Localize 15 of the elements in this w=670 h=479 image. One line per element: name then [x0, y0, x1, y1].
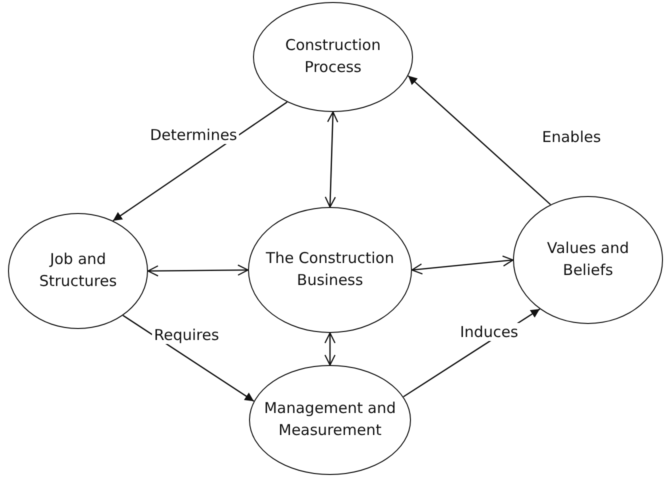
- node-label: Management and Measurement: [263, 398, 397, 441]
- arrow: [112, 102, 288, 222]
- arrow: [147, 264, 249, 276]
- arrow: [408, 75, 551, 206]
- arrow: [324, 332, 336, 366]
- edge-label: Requires: [152, 326, 222, 344]
- arrow: [122, 314, 254, 402]
- arrow: [324, 111, 338, 208]
- node-label: Job and Structures: [38, 249, 118, 292]
- edge-label: Determines: [148, 126, 240, 144]
- node-label: Construction Process: [284, 35, 382, 78]
- edge-label: Induces: [458, 323, 520, 341]
- node-label: Values and Beliefs: [546, 238, 630, 281]
- arrow: [411, 255, 514, 275]
- node-label: The Construction Business: [264, 248, 396, 291]
